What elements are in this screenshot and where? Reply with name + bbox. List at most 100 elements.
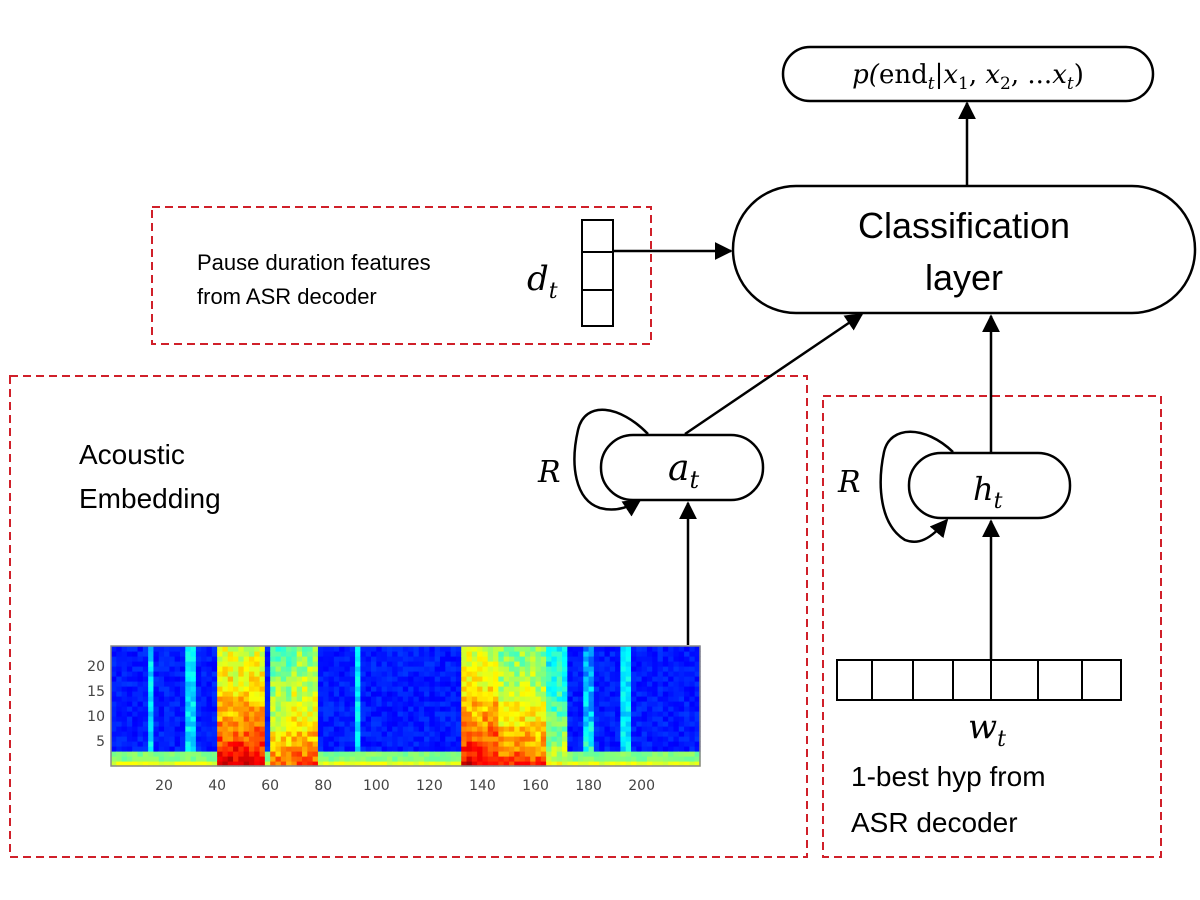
spectrogram-cell (264, 746, 271, 752)
spectrogram-cell (556, 741, 563, 747)
spectrogram-cell (323, 656, 330, 662)
spectrogram-cell (593, 711, 600, 717)
spectrogram-cell (694, 731, 701, 737)
spectrogram-cell (487, 746, 494, 752)
spectrogram-cell (227, 761, 234, 767)
spectrogram-cell (392, 746, 399, 752)
spectrogram-cell (625, 751, 632, 757)
spectrogram-cell (296, 701, 303, 707)
spectrogram-cell (376, 706, 383, 712)
spectrogram-cell (185, 721, 192, 727)
spectrogram-cell (206, 686, 213, 692)
spectrogram-cell (174, 736, 181, 742)
spectrogram-cell (286, 716, 293, 722)
spectrogram-cell (503, 721, 510, 727)
spectrogram-cell (116, 651, 123, 657)
spectrogram-cell (349, 696, 356, 702)
spectrogram-cell (583, 736, 590, 742)
spectrogram-cell (307, 726, 314, 732)
spectrogram-cell (535, 736, 542, 742)
spectrogram-cell (174, 646, 181, 652)
spectrogram-y-tick: 20 (87, 659, 105, 675)
spectrogram-cell (381, 666, 388, 672)
spectrogram-cell (609, 711, 616, 717)
spectrogram-cell (190, 761, 197, 767)
spectrogram-cell (164, 726, 170, 732)
spectrogram-cell (477, 746, 484, 752)
spectrogram-cell (185, 671, 192, 677)
spectrogram-cell (524, 671, 531, 677)
spectrogram-cell (519, 721, 526, 727)
spectrogram-cell (662, 706, 669, 712)
spectrogram-cell (477, 721, 484, 727)
spectrogram-cell (323, 706, 330, 712)
spectrogram-cell (307, 656, 314, 662)
spectrogram-cell (540, 726, 547, 732)
spectrogram-cell (153, 646, 160, 652)
spectrogram-cell (652, 651, 659, 657)
spectrogram-cell (158, 686, 165, 692)
spectrogram-cell (185, 646, 192, 652)
spectrogram-cell (264, 741, 271, 747)
spectrogram-cell (631, 711, 637, 717)
spectrogram-cell (413, 716, 420, 722)
spectrogram-cell (588, 706, 595, 712)
word-var-sub: t (997, 727, 1006, 752)
spectrogram-cell (668, 731, 675, 737)
spectrogram-cell (487, 736, 494, 742)
spectrogram-cell (317, 671, 324, 677)
spectrogram-cell (259, 731, 266, 737)
spectrogram-cell (211, 746, 218, 752)
spectrogram-cell (673, 701, 680, 707)
spectrogram-cell (445, 761, 452, 767)
spectrogram-cell (625, 731, 632, 737)
spectrogram-cell (116, 656, 123, 662)
spectrogram-cell (498, 696, 505, 702)
spectrogram-cell (455, 751, 462, 757)
spectrogram-cell (631, 736, 637, 742)
spectrogram-cell (179, 656, 186, 662)
spectrogram-cell (429, 756, 436, 762)
spectrogram-cell (498, 726, 505, 732)
spectrogram-cell (461, 691, 468, 697)
spectrogram-cell (259, 646, 266, 652)
spectrogram-cell (477, 736, 484, 742)
spectrogram-cell (386, 706, 393, 712)
spectrogram-cell (132, 751, 139, 757)
spectrogram-cell (418, 646, 425, 652)
spectrogram-cell (567, 691, 574, 697)
spectrogram-cell (317, 731, 324, 737)
spectrogram-cell (174, 651, 181, 657)
spectrogram-cell (323, 741, 330, 747)
spectrogram-cell (524, 666, 531, 672)
spectrogram-cell (625, 761, 632, 767)
spectrogram-cell (386, 696, 393, 702)
spectrogram-cell (211, 761, 218, 767)
spectrogram-cell (217, 691, 224, 697)
spectrogram-cell (583, 721, 590, 727)
spectrogram-cell (657, 716, 664, 722)
hyp-recurrence-label: R (837, 465, 861, 500)
spectrogram-cell (535, 731, 542, 737)
spectrogram-cell (646, 646, 653, 652)
spectrogram-cell (238, 651, 245, 657)
spectrogram-cell (227, 711, 234, 717)
spectrogram-cell (169, 676, 176, 682)
spectrogram-cell (270, 646, 277, 652)
spectrogram-cell (535, 751, 542, 757)
spectrogram-cell (593, 691, 600, 697)
spectrogram-cell (344, 746, 351, 752)
spectrogram-cell (386, 751, 393, 757)
spectrogram-cell (339, 726, 346, 732)
spectrogram-cell (148, 646, 155, 652)
spectrogram-cell (434, 721, 441, 727)
spectrogram-cell (424, 646, 430, 652)
spectrogram-cell (408, 696, 415, 702)
spectrogram-cell (498, 706, 505, 712)
spectrogram-cell (376, 756, 383, 762)
spectrogram-cell (142, 726, 149, 732)
spectrogram-cell (439, 751, 446, 757)
spectrogram-cell (551, 691, 558, 697)
spectrogram-cell (461, 756, 468, 762)
spectrogram-cell (227, 656, 234, 662)
